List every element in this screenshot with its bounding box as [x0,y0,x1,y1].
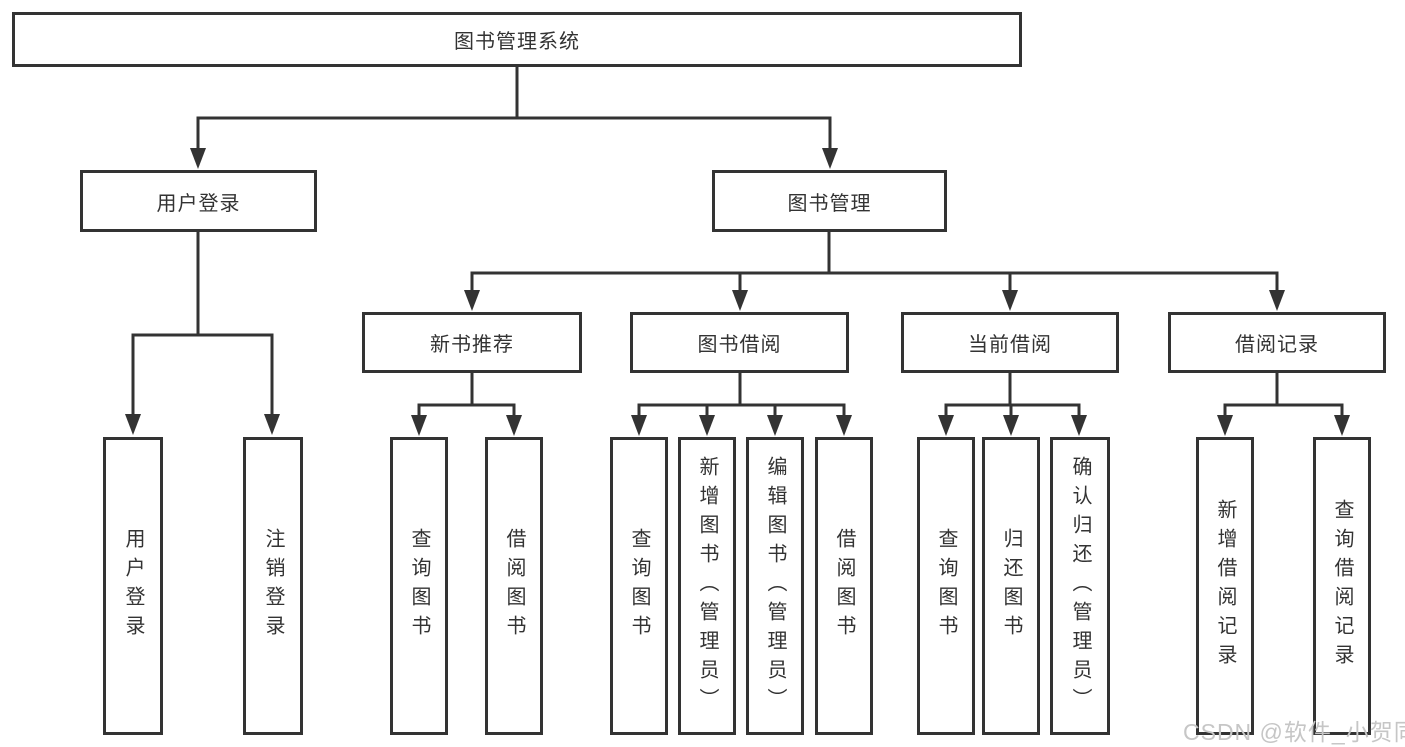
node-label-query-books-current: 查询图书 [935,528,957,644]
node-login: 用户登录 [103,437,163,735]
node-edit-books-admin: 编辑图书（管理员） [746,437,804,735]
node-label-current-borrowing: 当前借阅 [968,334,1052,356]
node-label-borrow-books-borrowing: 借阅图书 [833,528,855,644]
node-label-add-borrow-record: 新增借阅记录 [1214,499,1236,673]
node-new-book-recommend: 新书推荐 [362,312,582,373]
node-query-books-borrowing: 查询图书 [610,437,668,735]
node-label-return-books: 归还图书 [1000,528,1022,644]
node-label-borrowing-records: 借阅记录 [1235,334,1319,356]
node-user-login: 用户登录 [80,170,317,232]
node-borrowing-records: 借阅记录 [1168,312,1386,373]
node-label-user-login: 用户登录 [156,192,241,215]
node-label-logout: 注销登录 [262,528,284,644]
node-return-books: 归还图书 [982,437,1040,735]
node-borrow-books-recommend: 借阅图书 [485,437,543,735]
node-label-add-books-admin: 新增图书（管理员） [696,455,718,717]
node-query-books-recommend: 查询图书 [390,437,448,735]
watermark: CSDN @软件_小贺同学 [1183,719,1405,745]
node-label-edit-books-admin: 编辑图书（管理员） [764,455,786,717]
node-label-book-management: 图书管理 [787,192,872,215]
node-label-book-borrowing: 图书借阅 [697,334,782,356]
node-label-borrow-books-recommend: 借阅图书 [503,528,525,644]
node-label-query-borrow-record: 查询借阅记录 [1331,499,1353,673]
node-book-management: 图书管理 [712,170,947,232]
node-label-query-books-recommend: 查询图书 [408,528,430,644]
node-book-borrowing: 图书借阅 [630,312,849,373]
node-label-login: 用户登录 [122,528,144,644]
node-current-borrowing: 当前借阅 [901,312,1119,373]
node-confirm-return-admin: 确认归还（管理员） [1050,437,1110,735]
node-label-query-books-borrowing: 查询图书 [628,528,650,644]
node-label-new-book-recommend: 新书推荐 [430,334,514,356]
node-add-books-admin: 新增图书（管理员） [678,437,736,735]
node-system: 图书管理系统 [12,12,1022,67]
node-query-borrow-record: 查询借阅记录 [1313,437,1371,735]
node-label-system: 图书管理系统 [454,31,580,53]
node-label-confirm-return-admin: 确认归还（管理员） [1069,455,1091,717]
node-query-books-current: 查询图书 [917,437,975,735]
node-logout: 注销登录 [243,437,303,735]
node-add-borrow-record: 新增借阅记录 [1196,437,1254,735]
node-borrow-books-borrowing: 借阅图书 [815,437,873,735]
